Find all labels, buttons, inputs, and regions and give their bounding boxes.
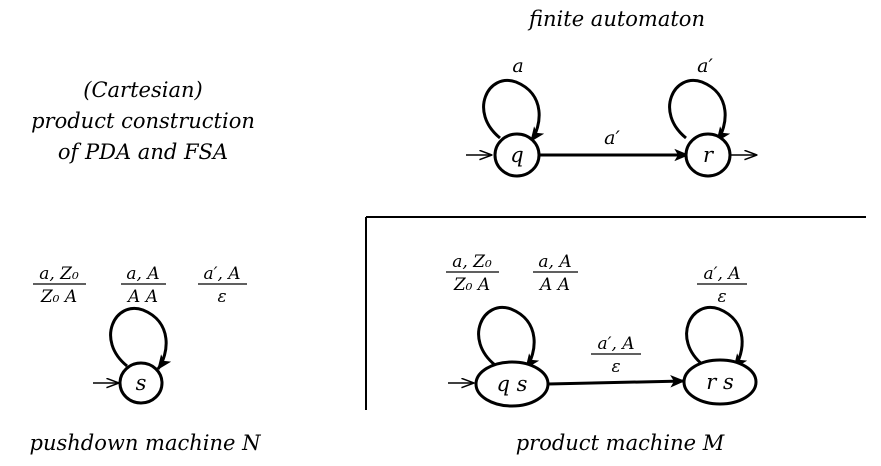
svg-text:a, A: a, A bbox=[126, 264, 159, 284]
pda-rule-2: a, A A A bbox=[121, 264, 166, 307]
svg-text:A A: A A bbox=[126, 287, 158, 307]
fsa-state-q bbox=[493, 132, 541, 178]
svg-text:ε: ε bbox=[217, 287, 226, 307]
product-state-qs-label: q s bbox=[497, 372, 528, 396]
product-loop-rs bbox=[685, 305, 748, 370]
svg-text:Z₀ A: Z₀ A bbox=[453, 275, 490, 295]
svg-text:ε: ε bbox=[611, 357, 620, 377]
svg-text:a, A: a, A bbox=[538, 252, 571, 272]
title-pushdown-machine: pushdown machine N bbox=[30, 431, 262, 455]
svg-text:a′, A: a′, A bbox=[597, 334, 634, 354]
svg-text:a, Z₀: a, Z₀ bbox=[452, 252, 492, 272]
fsa-state-r bbox=[684, 132, 732, 178]
svg-text:a′, A: a′, A bbox=[703, 264, 740, 284]
fsa-edge-label: a′ bbox=[604, 127, 620, 149]
product-loop-qs-rule-1: a, Z₀ Z₀ A bbox=[446, 252, 499, 295]
title-product-line1: (Cartesian) bbox=[83, 78, 202, 102]
pda-rule-1: a, Z₀ Z₀ A bbox=[33, 264, 86, 307]
product-state-qs bbox=[474, 360, 550, 408]
pda-rule-3: a′, A ε bbox=[198, 264, 247, 307]
fsa-loop-r bbox=[668, 78, 731, 143]
product-loop-qs-rule-2: a, A A A bbox=[533, 252, 578, 295]
fsa-state-q-label: q bbox=[510, 143, 523, 167]
svg-text:ε: ε bbox=[717, 287, 726, 307]
svg-text:Z₀ A: Z₀ A bbox=[40, 287, 77, 307]
fsa-loop-q-label: a bbox=[512, 55, 523, 77]
product-state-rs-label: r s bbox=[706, 370, 734, 394]
pda-diagram bbox=[93, 306, 172, 405]
title-product-line3: of PDA and FSA bbox=[58, 140, 228, 164]
svg-text:A A: A A bbox=[538, 275, 570, 295]
product-edge-qs-rs bbox=[547, 375, 686, 388]
title-product-machine: product machine M bbox=[516, 431, 725, 455]
pda-state-s-label: s bbox=[136, 371, 147, 395]
pda-state-s bbox=[118, 361, 164, 405]
product-state-rs bbox=[682, 358, 758, 406]
product-loop-qs bbox=[477, 305, 540, 370]
section-frame bbox=[365, 216, 866, 410]
product-loop-rs-rule: a′, A ε bbox=[697, 264, 747, 307]
fsa-loop-r-label: a′ bbox=[697, 55, 713, 77]
pda-loop-s bbox=[109, 306, 172, 371]
svg-text:a, Z₀: a, Z₀ bbox=[39, 264, 79, 284]
product-edge-rule: a′, A ε bbox=[591, 334, 641, 377]
product-diagram bbox=[448, 305, 758, 408]
title-finite-automaton: finite automaton bbox=[527, 7, 705, 31]
title-product-line2: product construction bbox=[31, 109, 255, 133]
fsa-loop-q bbox=[482, 78, 545, 143]
svg-text:a′, A: a′, A bbox=[203, 264, 240, 284]
fsa-state-r-label: r bbox=[703, 143, 715, 167]
fsa-diagram bbox=[466, 78, 756, 178]
